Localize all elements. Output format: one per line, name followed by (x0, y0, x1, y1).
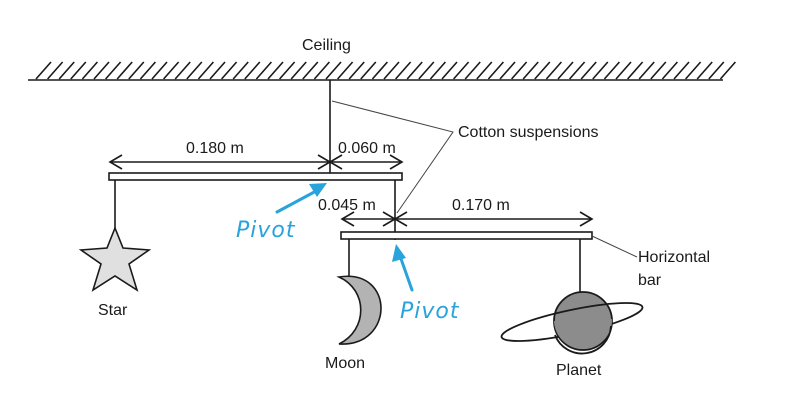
hatch-mark (499, 61, 516, 80)
planet-label: Planet (556, 362, 602, 379)
hatch-mark (545, 61, 562, 80)
moon-icon (336, 275, 382, 345)
hatch-mark (522, 61, 539, 80)
hatch-mark (325, 61, 342, 80)
hatch-mark (128, 61, 145, 80)
pivot-upper-label: Pivot (236, 218, 296, 243)
hatch-mark (627, 61, 644, 80)
hatch-mark (337, 61, 354, 80)
dimension-top-right-label: 0.060 m (338, 140, 396, 157)
horizontal-bar-label-line1: Horizontal (638, 249, 710, 266)
dimension-bottom-left-label: 0.045 m (318, 197, 376, 214)
hatch-mark (360, 61, 377, 80)
hatch-mark (696, 61, 713, 80)
hatch-mark (163, 61, 180, 80)
pivot-lower-label: Pivot (400, 299, 460, 324)
top-horizontal-bar (108, 172, 403, 181)
hatch-mark (418, 61, 435, 80)
pivot-upper-arrow-line (275, 188, 320, 214)
hatch-mark (35, 61, 52, 80)
hatch-mark (685, 61, 702, 80)
hatch-mark (476, 61, 493, 80)
hatch-mark (406, 61, 423, 80)
hatch-mark (267, 61, 284, 80)
hatch-mark (139, 61, 156, 80)
hatch-mark (290, 61, 307, 80)
hatch-mark (650, 61, 667, 80)
hatch-mark (371, 61, 388, 80)
hatch-mark (429, 61, 446, 80)
hatch-mark (221, 61, 238, 80)
hatch-mark (557, 61, 574, 80)
ceiling-hatching (35, 61, 736, 80)
dimension-top-right (328, 154, 404, 170)
hatch-mark (232, 61, 249, 80)
hatch-mark (244, 61, 261, 80)
hatch-mark (534, 61, 551, 80)
horizontal-bar-label-line2: bar (638, 272, 662, 289)
hatch-mark (279, 61, 296, 80)
horizontal-bar-leader (591, 235, 638, 258)
hatch-mark (615, 61, 632, 80)
hatch-mark (186, 61, 203, 80)
lower-horizontal-bar (340, 231, 593, 240)
hatch-mark (81, 61, 98, 80)
hatch-mark (93, 61, 110, 80)
star-icon (78, 225, 152, 292)
hatch-mark (453, 61, 470, 80)
hatch-mark (569, 61, 586, 80)
hatch-mark (197, 61, 214, 80)
dimension-bottom-right-label: 0.170 m (452, 197, 510, 214)
hatch-mark (58, 61, 75, 80)
suspensions-label: Cotton suspensions (458, 124, 599, 141)
hatch-mark (383, 61, 400, 80)
hatch-mark (487, 61, 504, 80)
dimension-top-left-label: 0.180 m (186, 140, 244, 157)
dimension-bottom-left (340, 211, 397, 227)
hatch-mark (719, 61, 736, 80)
hatch-mark (302, 61, 319, 80)
planet-icon (500, 291, 644, 355)
dimension-top-left (108, 154, 332, 170)
hatch-mark (638, 61, 655, 80)
hatch-mark (580, 61, 597, 80)
hatch-mark (116, 61, 133, 80)
hatch-mark (592, 61, 609, 80)
hatch-mark (661, 61, 678, 80)
hatch-mark (395, 61, 412, 80)
hatch-mark (708, 61, 725, 80)
hatch-mark (603, 61, 620, 80)
hatch-mark (348, 61, 365, 80)
hatch-mark (464, 61, 481, 80)
pivot-lower-arrow-line (398, 254, 414, 292)
star-label: Star (98, 302, 128, 319)
hatch-mark (673, 61, 690, 80)
hatch-mark (511, 61, 528, 80)
pivot-upper-arrowhead (309, 183, 327, 197)
pivot-lower-arrowhead (392, 244, 406, 262)
hatch-mark (255, 61, 272, 80)
hatch-mark (70, 61, 87, 80)
hatch-mark (105, 61, 122, 80)
hatch-mark (47, 61, 64, 80)
hatch-mark (151, 61, 168, 80)
hatch-mark (313, 61, 330, 80)
hatch-mark (209, 61, 226, 80)
hatch-mark (441, 61, 458, 80)
dimension-bottom-right (393, 211, 594, 227)
ceiling-label: Ceiling (302, 37, 351, 54)
suspensions-leader (331, 100, 454, 214)
moon-label: Moon (325, 355, 365, 372)
hatch-mark (174, 61, 191, 80)
